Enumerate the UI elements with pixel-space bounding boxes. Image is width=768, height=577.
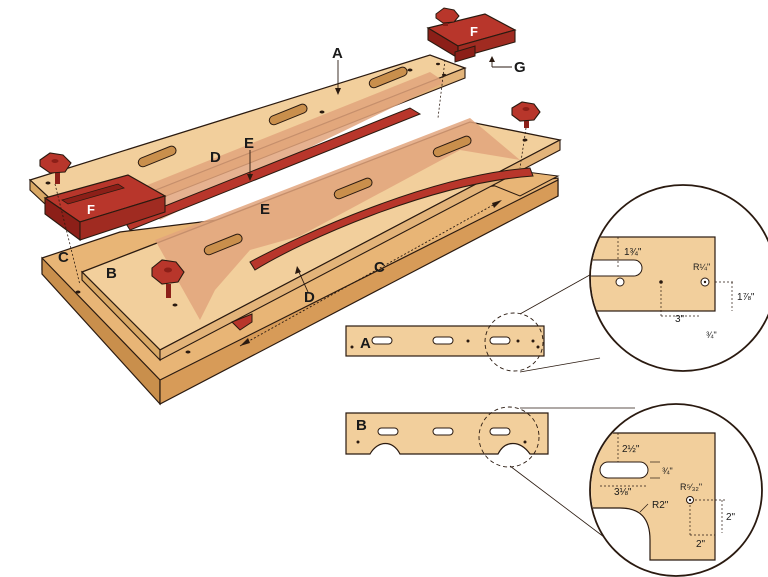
knob-b-left [151, 259, 185, 298]
label-d-upper: D [210, 149, 221, 166]
dim-a-slot-offset: 1¾" [624, 247, 642, 258]
magnifier-b: 2½" ¾" 3⅛" R⁵⁄₃₂" R2" 2" 2" [589, 403, 763, 577]
dim-b-slot-width: ¾" [662, 466, 673, 476]
label-d-lower: D [304, 289, 315, 306]
dim-a-hole-spacing: 3" [675, 314, 685, 325]
label-e-upper: E [244, 135, 254, 152]
dim-b-hole-radius: R⁵⁄₃₂" [680, 482, 702, 492]
label-a: A [332, 45, 343, 62]
dim-b-hole-horizontal: 2" [696, 539, 706, 550]
dim-b-cutout-radius: R2" [652, 500, 669, 511]
dim-b-slot-length: 3⅛" [614, 487, 632, 498]
detail-b-board: B [345, 406, 635, 541]
dim-b-hole-vertical: 2" [726, 512, 736, 523]
label-g: G [514, 59, 526, 76]
label-b: B [106, 265, 117, 282]
board-a [28, 54, 467, 234]
board-b [80, 118, 562, 362]
dim-b-slot-offset: 2½" [622, 444, 640, 455]
dimension-c [239, 199, 503, 347]
detail-a-label: A [360, 335, 371, 352]
dim-a-hole-radius: R¼" [693, 262, 710, 272]
label-f-right: F [470, 24, 478, 39]
fence-f-left [43, 174, 167, 242]
label-c-mid: C [374, 259, 385, 276]
label-e-mid: E [260, 201, 270, 218]
dim-a-end-offset: ¾" [706, 330, 717, 340]
fence-f-right [426, 7, 517, 63]
detail-a-board: A [345, 261, 614, 373]
magnifier-a: 1¾" R¼" 3" 1⅞" ¾" [589, 184, 768, 372]
dim-a-edge-offset: 1⅞" [737, 292, 755, 303]
detail-b-label: B [356, 417, 367, 434]
label-f-left: F [87, 202, 95, 217]
knob-b-right [511, 101, 541, 128]
knob-a-left [39, 152, 72, 184]
label-c-left: C [58, 249, 69, 266]
